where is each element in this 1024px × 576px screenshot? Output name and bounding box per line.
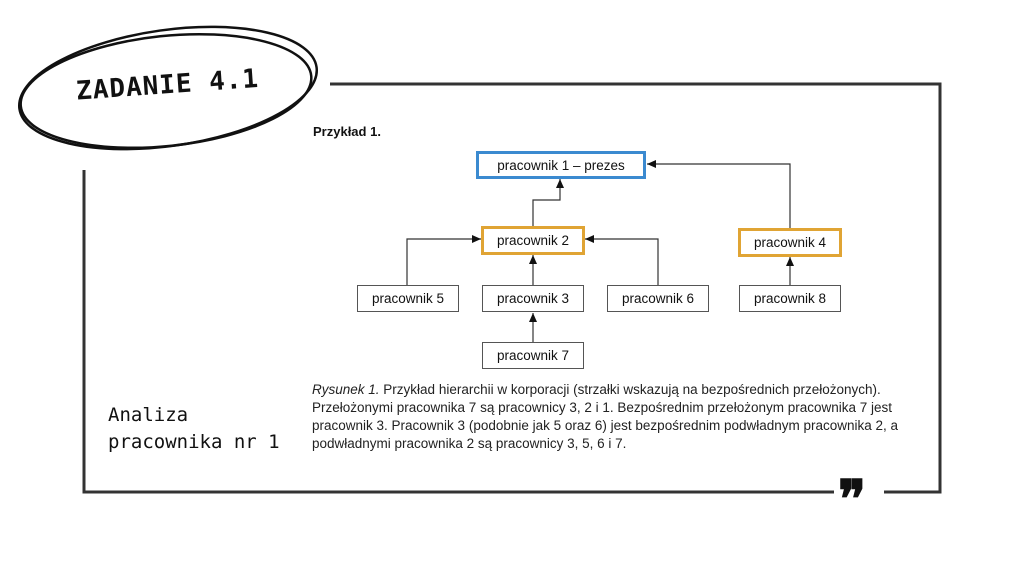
node-pracownik-8: pracownik 8 bbox=[739, 285, 841, 312]
node-pracownik-1: pracownik 1 – prezes bbox=[476, 151, 646, 179]
side-label-line2: pracownika nr 1 bbox=[108, 431, 280, 453]
connectors bbox=[406, 160, 794, 342]
node-pracownik-4: pracownik 4 bbox=[738, 228, 842, 257]
node-pracownik-3: pracownik 3 bbox=[482, 285, 584, 312]
figure-caption: Rysunek 1. Przykład hierarchii w korpora… bbox=[312, 381, 932, 453]
edge-4-1 bbox=[647, 160, 791, 229]
side-label-line1: Analiza bbox=[108, 404, 189, 426]
example-title: Przykład 1. bbox=[313, 124, 381, 139]
node-pracownik-6: pracownik 6 bbox=[607, 285, 709, 312]
caption-figure-label: Rysunek 1. bbox=[312, 382, 380, 397]
title-ellipse bbox=[17, 25, 319, 151]
side-label: Analiza pracownika nr 1 bbox=[108, 402, 280, 456]
caption-figure: Rysunek 1. Przykład hierarchii w korpora… bbox=[312, 381, 932, 399]
edge-2-1 bbox=[532, 179, 564, 227]
node-pracownik-7: pracownik 7 bbox=[482, 342, 584, 369]
quote-icon: ❞ bbox=[838, 469, 866, 530]
node-pracownik-2: pracownik 2 bbox=[481, 226, 585, 255]
caption-figure-text: Przykład hierarchii w korporacji (strzał… bbox=[379, 382, 881, 397]
node-pracownik-5: pracownik 5 bbox=[357, 285, 459, 312]
caption-body: Przełożonymi pracownika 7 są pracownicy … bbox=[312, 400, 899, 451]
edge-5-2 bbox=[406, 235, 481, 285]
edge-6-2 bbox=[585, 235, 659, 285]
content-frame bbox=[82, 82, 942, 494]
